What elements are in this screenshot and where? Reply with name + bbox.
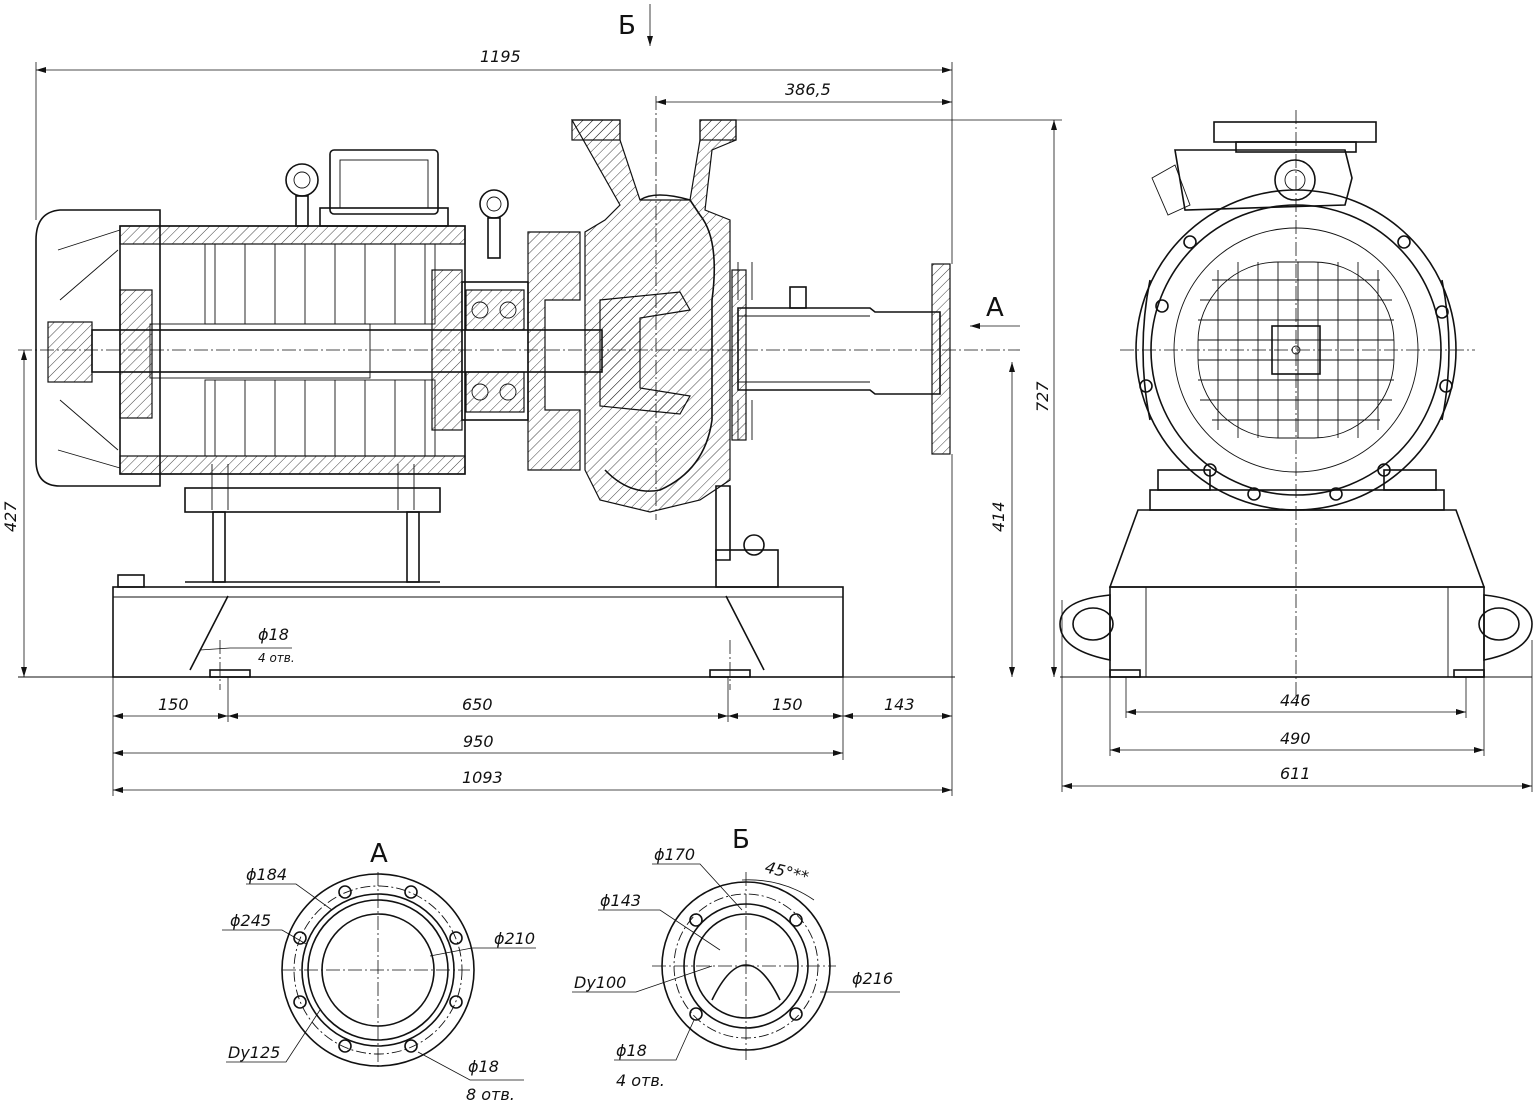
dim-side-total: 611 [1280,764,1311,783]
view-b-flange: Б 45°** ϕ170 ϕ143 Dy100 ϕ216 ϕ18 4 отв. [572,825,900,1090]
terminal-box [329,149,439,215]
shaft [91,329,603,373]
dim-axis-height: 414 [989,501,1008,532]
base-hole-count: 4 отв. [258,651,295,665]
dim-base-height: 427 [1,501,20,532]
flange-b-bolt-circle: ϕ170 [654,845,695,864]
side-support [1108,509,1486,588]
fan-grille [1197,261,1395,439]
view-a-arrow-label: А [986,293,1004,323]
baseplate [112,586,844,678]
flange-a-outer-diameter: ϕ245 [230,911,271,930]
side-baseplate [1109,586,1485,678]
flange-b-inner-diameter: ϕ143 [600,891,641,910]
flange-b-nominal-size: Dy100 [574,973,626,992]
flange-a-nominal-size: Dy125 [228,1043,280,1062]
flange-b-outer-diameter: ϕ216 [852,969,893,988]
flange-a-inner-diameter: ϕ210 [494,929,535,948]
dim-base-right: 150 [772,695,803,714]
side-view: 446 490 611 [1059,110,1533,792]
dim-extension: 143 [884,695,915,714]
view-b-arrow-label: Б [618,11,636,41]
dim-base-left: 150 [158,695,189,714]
dim-outlet-offset: 386,5 [785,80,831,99]
front-view: Б А 1195 386,5 727 427 414 ϕ18 4 отв. [1,4,1062,796]
flange-b-angle: 45°** [763,857,811,886]
dim-total-height: 727 [1033,381,1052,412]
view-b-title: Б [732,825,750,855]
flange-a-hole-count: 8 отв. [466,1085,515,1104]
dim-base-total: 950 [463,732,494,751]
flange-b-hole-count: 4 отв. [616,1071,665,1090]
impeller [599,291,691,415]
view-a-title: А [370,839,388,869]
view-a-flange: А ϕ184 ϕ245 ϕ210 Dy125 ϕ18 8 отв. [222,839,536,1104]
flange-a-bolt-circle: ϕ184 [246,865,287,884]
fan-cowl [35,209,161,487]
flange-a-hole-diameter: ϕ18 [468,1057,499,1076]
suction-pipe [737,307,941,395]
pump-foot [715,485,731,561]
dim-side-base: 490 [1280,729,1311,748]
dim-side-holes: 446 [1280,691,1311,710]
lifting-eye [479,189,509,219]
lifting-eye [285,163,319,197]
motor-support [184,487,441,513]
motor-frame [119,225,466,245]
base-hole-diameter: ϕ18 [258,625,289,644]
dim-overall-length: 1195 [480,47,521,66]
dim-base-mid: 650 [462,695,493,714]
dim-overall-bottom: 1093 [462,768,503,787]
suction-flange [931,263,951,455]
flange-b-hole-diameter: ϕ18 [616,1041,647,1060]
